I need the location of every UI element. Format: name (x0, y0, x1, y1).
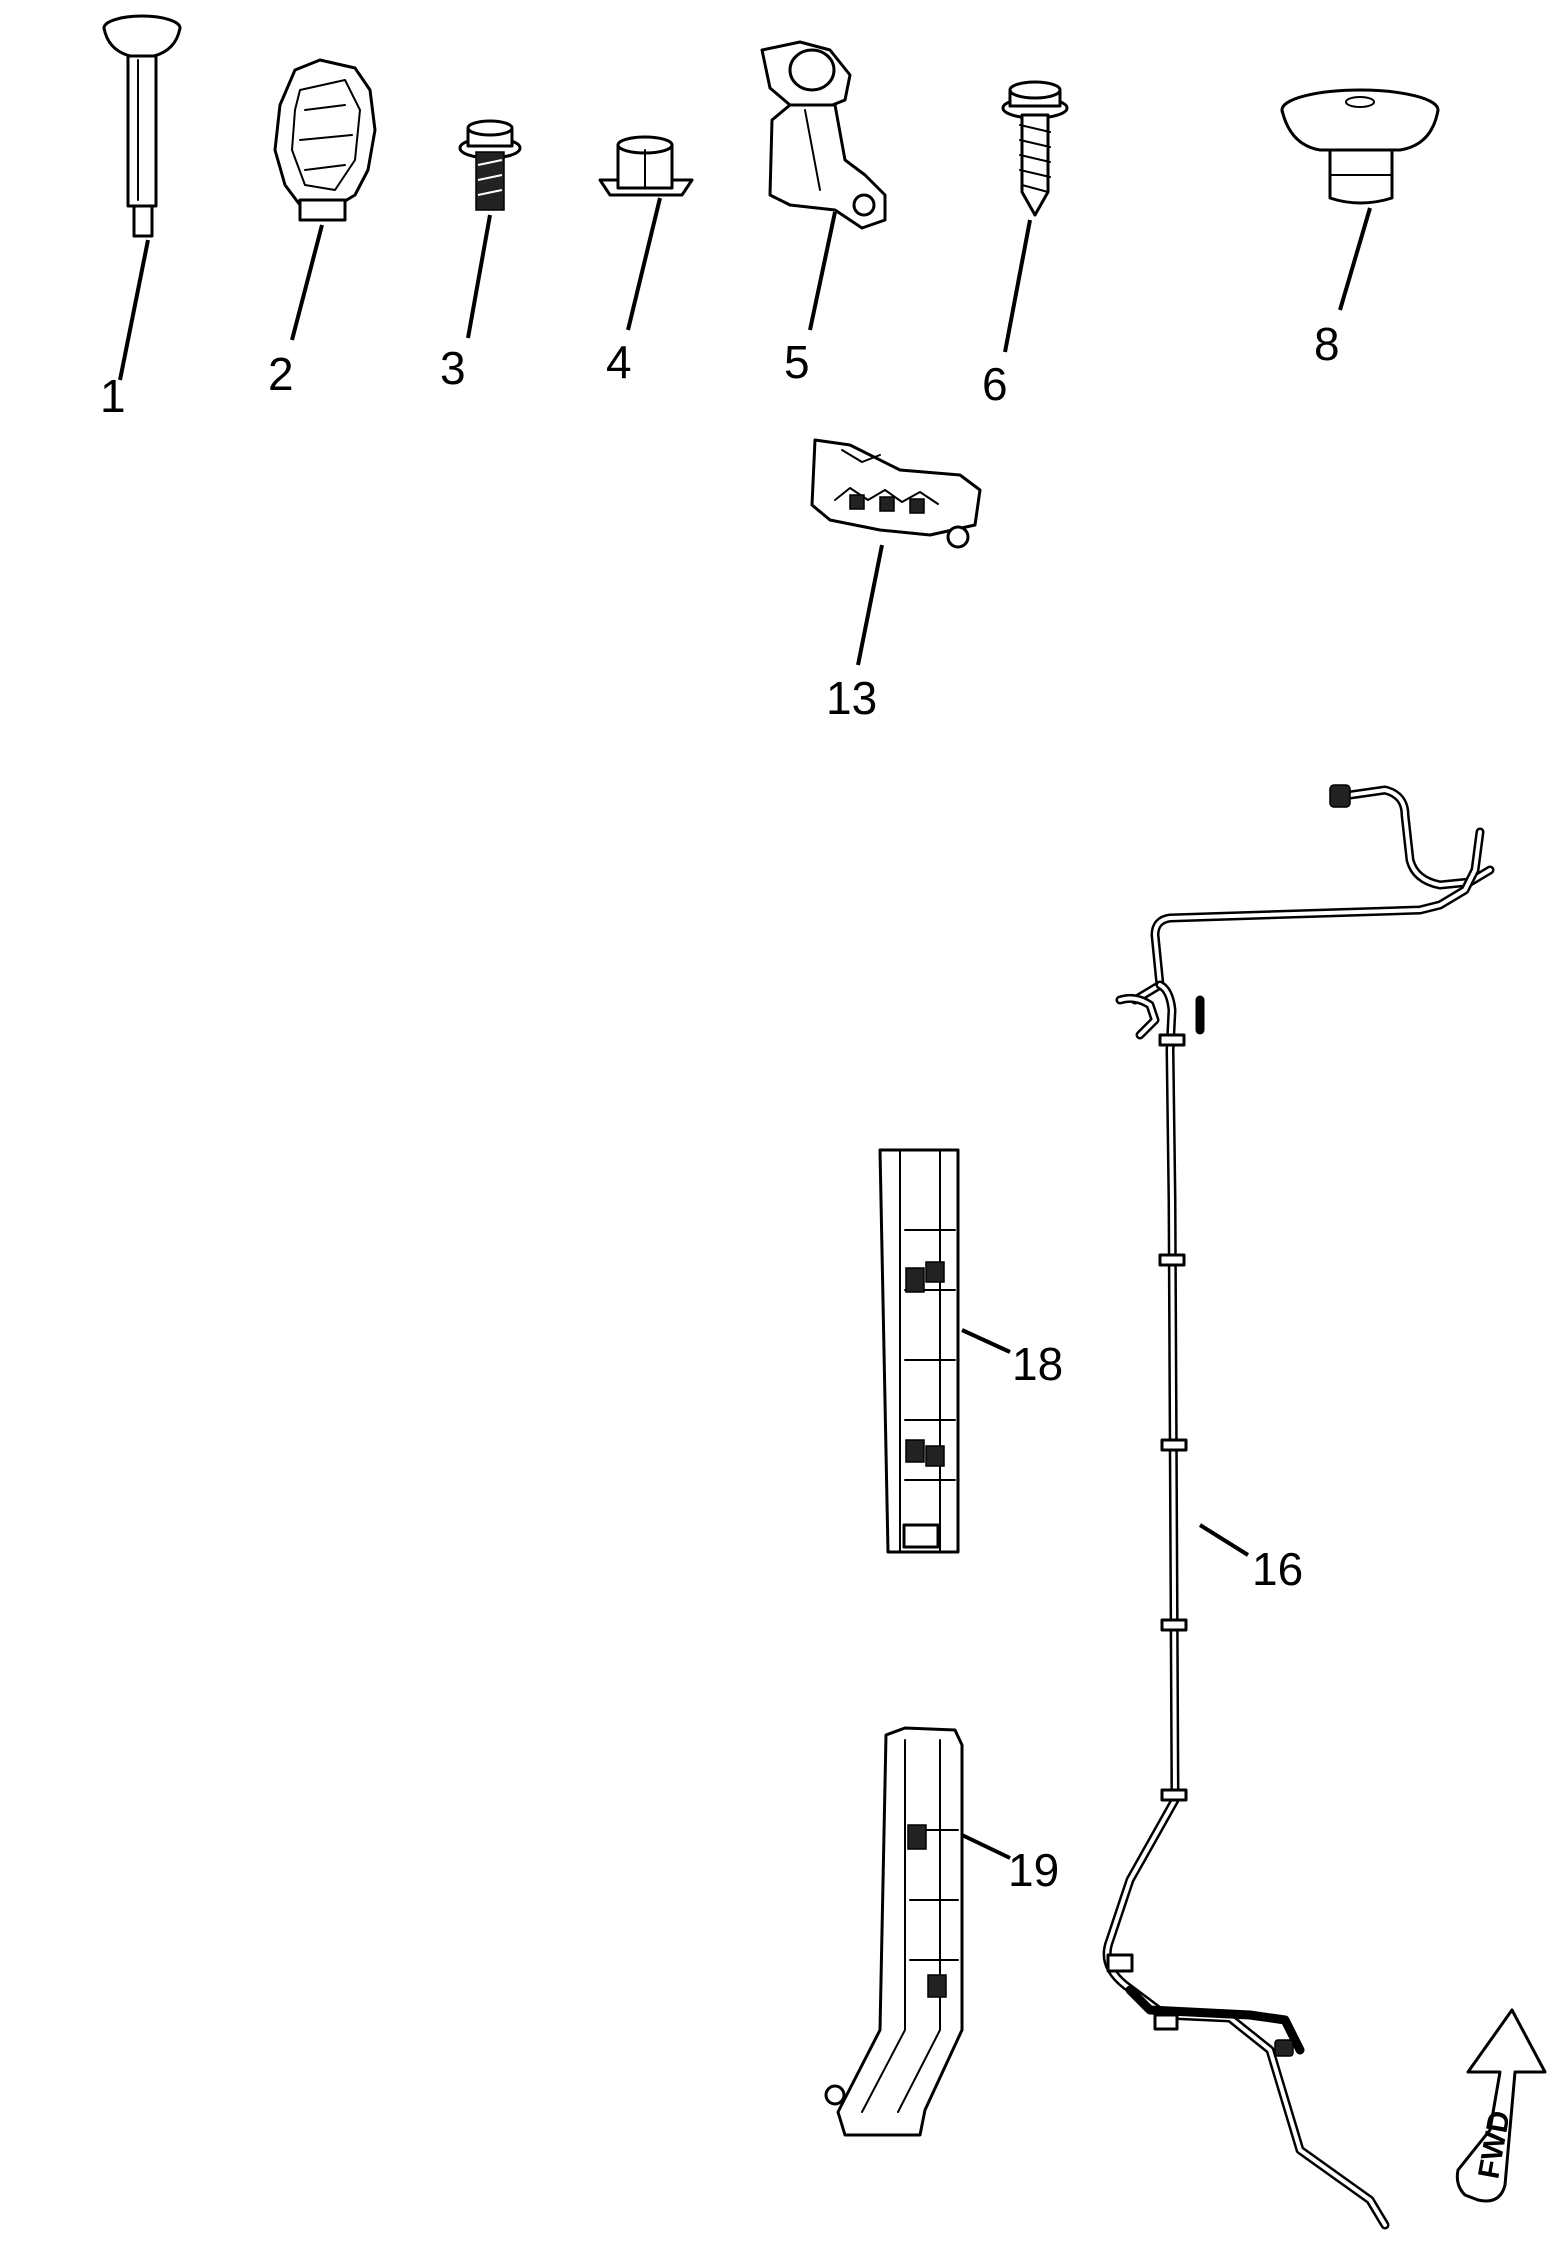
leader-3 (466, 214, 492, 339)
callout-6: 6 (982, 358, 1008, 410)
leader-1 (118, 239, 150, 381)
leader-19 (961, 1833, 1011, 1860)
part-18-shield (878, 1148, 960, 1554)
part-4-spacer-nut (598, 135, 694, 197)
callout-18: 18 (1012, 1338, 1063, 1390)
leader-6 (1003, 219, 1032, 353)
part-13-line-clip (810, 438, 982, 549)
callout-19: 19 (1008, 1844, 1059, 1896)
leader-5 (808, 211, 837, 331)
callout-2: 2 (268, 348, 294, 400)
part-16-tube-assembly (1102, 784, 1495, 2230)
part-2-clip (273, 58, 377, 222)
callout-13: 13 (826, 672, 877, 724)
forward-direction-arrow: FWD (1455, 2008, 1547, 2203)
fwd-label: FWD (1472, 2108, 1516, 2181)
part-19-shield (824, 1726, 964, 2137)
part-3-flange-bolt (458, 119, 522, 211)
leader-16 (1198, 1523, 1250, 1557)
callout-1: 1 (100, 370, 126, 422)
callout-4: 4 (606, 336, 632, 388)
callout-16: 16 (1252, 1543, 1303, 1595)
leader-2 (290, 224, 324, 341)
callout-3: 3 (440, 342, 466, 394)
callout-8: 8 (1314, 318, 1340, 370)
part-6-tapping-screw (1001, 80, 1069, 217)
part-8-plug-cap (1280, 88, 1440, 205)
part-1-push-pin (102, 14, 182, 238)
leader-8 (1338, 207, 1372, 311)
part-5-bracket-clip (760, 40, 887, 230)
leader-4 (626, 197, 662, 331)
leader-13 (856, 544, 884, 666)
callout-5: 5 (784, 336, 810, 388)
leader-18 (961, 1328, 1011, 1354)
